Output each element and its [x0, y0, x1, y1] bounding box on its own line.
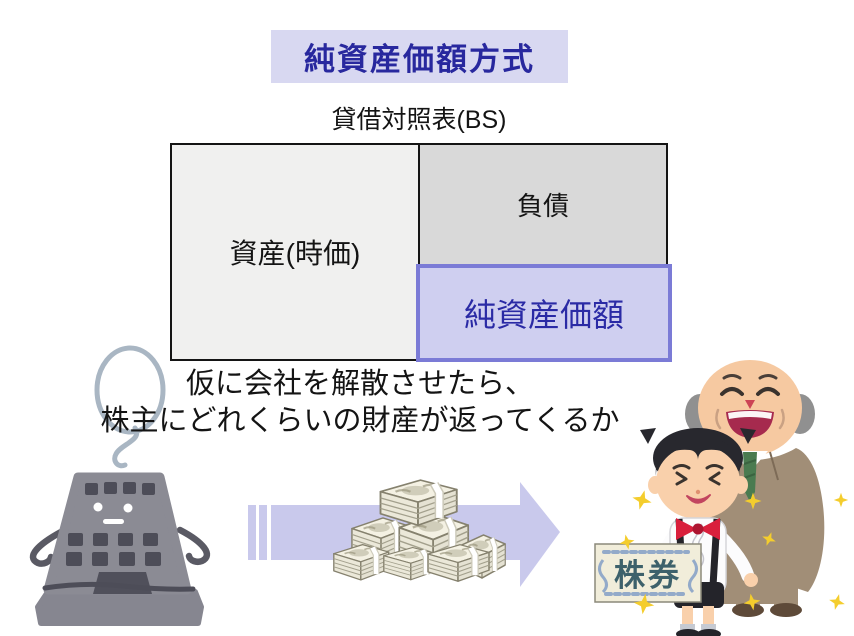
- company-building: [29, 472, 211, 626]
- money-bundles: [334, 480, 505, 581]
- balance-sheet-label: 貸借対照表(BS): [331, 106, 507, 134]
- old-man-nose: [745, 400, 755, 409]
- explanation-line2: 株主にどれくらいの財産が返ってくるか: [100, 405, 620, 437]
- old-man-eyebrows: [722, 374, 778, 380]
- old-man-leg-right: [774, 586, 798, 608]
- boy-shoe-right: [697, 629, 721, 636]
- boy-head: [656, 445, 740, 519]
- assets-label: 資産(時価): [229, 238, 361, 269]
- boy-bangs: [655, 436, 741, 476]
- boy-bow-tie: [676, 518, 720, 540]
- net-asset-value-label: 純資産価額: [463, 297, 624, 333]
- boy-sock-left: [680, 624, 695, 632]
- building-face: [93, 502, 133, 524]
- boy-shoe-left: [676, 629, 700, 636]
- building-windows: [66, 482, 161, 566]
- boy-mouth: [686, 494, 711, 504]
- money-pile-illustration: [320, 468, 510, 586]
- page-title: 純資産価額方式: [304, 42, 535, 77]
- old-man-shoe-right: [770, 603, 802, 617]
- old-man-eyes: [720, 387, 780, 396]
- boy-sock-right: [701, 624, 716, 632]
- assets-cell: 資産(時価): [170, 143, 420, 361]
- boy-leg-right: [703, 606, 714, 626]
- building-arm-left: [29, 528, 65, 567]
- boy-leg-left: [682, 606, 693, 626]
- explanation-line1: 仮に会社を解散させたら、: [185, 368, 534, 400]
- old-man-laugh-lines: [715, 408, 785, 430]
- certificate-text: 株券: [614, 558, 682, 593]
- boy-eyes: [675, 471, 721, 486]
- building-arm-right: [176, 526, 211, 566]
- dissolved-company-illustration: [29, 345, 211, 626]
- boy-hand-right: [744, 573, 758, 587]
- net-asset-value-cell: 純資産価額: [416, 264, 672, 362]
- old-man-teeth: [728, 411, 772, 419]
- liabilities-label: 負債: [516, 191, 569, 221]
- building-base: [35, 589, 204, 626]
- boy-nose: [695, 489, 701, 495]
- departing-spirit-icon: [94, 345, 166, 469]
- explanation-text: 仮に会社を解散させたら、 株主にどれくらいの財産が返ってくるか: [60, 366, 660, 440]
- stock-certificate: 株券: [594, 543, 702, 603]
- shareholders-illustration: 株券: [594, 360, 849, 636]
- old-man-shoe-left: [732, 603, 764, 617]
- building-shadow-line: [42, 581, 196, 592]
- title-banner: 純資産価額方式: [271, 30, 568, 83]
- boy-eyebrows: [672, 464, 724, 470]
